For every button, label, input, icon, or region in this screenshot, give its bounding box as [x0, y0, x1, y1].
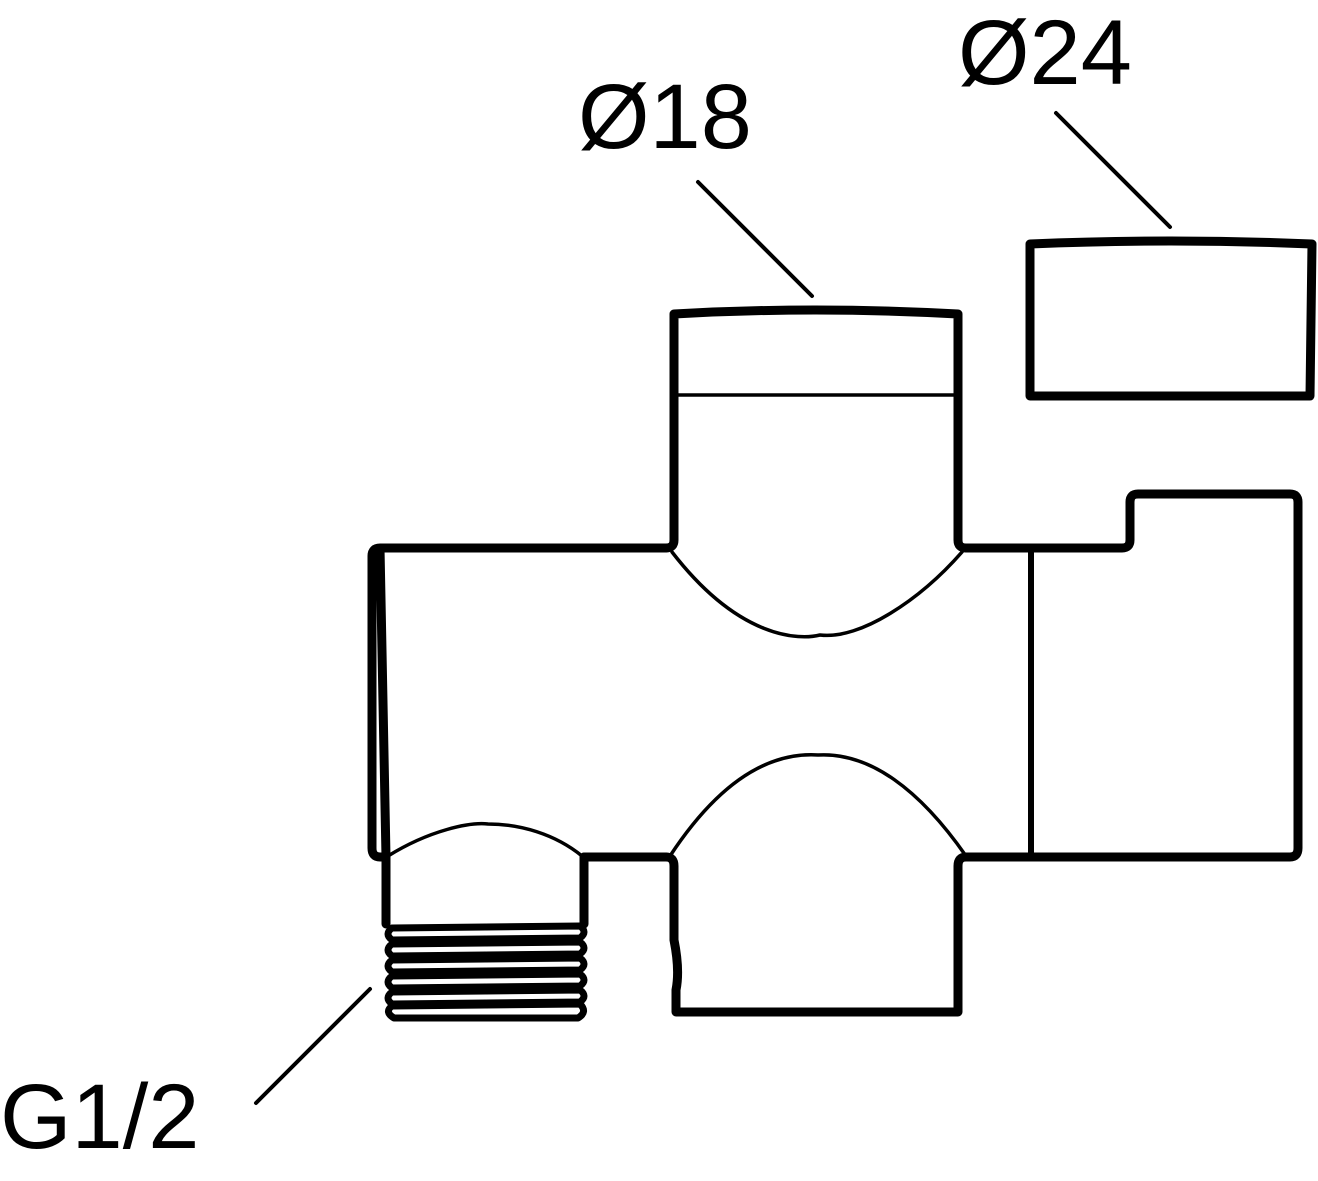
side-cap-outline — [1025, 236, 1317, 401]
thread-rings — [384, 922, 588, 1022]
thread-spigot-intersection-curve — [386, 821, 584, 858]
tee-body-outline — [367, 489, 1303, 862]
label-diameter-top: Ø18 — [578, 66, 752, 168]
leader-line-top — [696, 180, 814, 298]
label-thread-size: G1/2 — [0, 1066, 199, 1168]
top-branch-intersection-curve — [670, 550, 964, 639]
label-diameter-side: Ø24 — [958, 2, 1132, 104]
bottom-outlet-intersection-curve — [668, 753, 968, 858]
bottom-outlet-outline — [661, 852, 971, 1017]
leader-line-thread — [254, 987, 372, 1105]
thread-spigot-neck — [381, 852, 589, 929]
leader-line-side — [1054, 111, 1172, 229]
top-branch-outline — [661, 305, 971, 553]
